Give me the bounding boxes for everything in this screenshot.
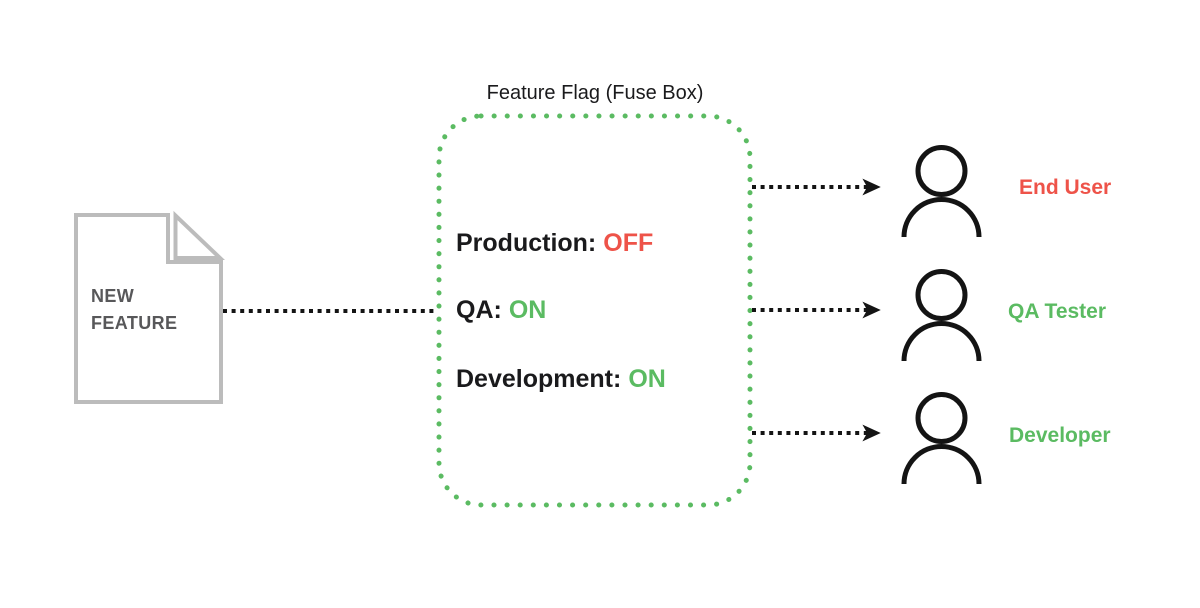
flag-row-production: Production:OFF xyxy=(456,229,653,259)
flag-value: OFF xyxy=(603,229,654,257)
document-icon xyxy=(74,210,225,404)
fuse-box-title: Feature Flag (Fuse Box) xyxy=(486,82,704,104)
flag-row-development: Development:ON xyxy=(456,365,666,395)
fuse-box-border xyxy=(436,113,753,508)
flag-label: Production: xyxy=(456,229,597,257)
qa-tester-label: QA Tester xyxy=(1008,300,1107,323)
developer-label: Developer xyxy=(1009,424,1111,447)
new-feature-label: NEW FEATURE xyxy=(91,286,178,333)
flag-row-qa: QA:ON xyxy=(456,296,546,326)
flag-label: Development: xyxy=(456,365,622,393)
flag-value: ON xyxy=(508,296,547,324)
qa-tester-person-icon xyxy=(901,269,982,362)
end-user-person-icon xyxy=(901,145,982,238)
developer-person-icon xyxy=(901,392,982,485)
end-user-label: End User xyxy=(1019,176,1112,199)
flag-value: ON xyxy=(628,365,666,393)
flag-label: QA: xyxy=(456,296,502,324)
